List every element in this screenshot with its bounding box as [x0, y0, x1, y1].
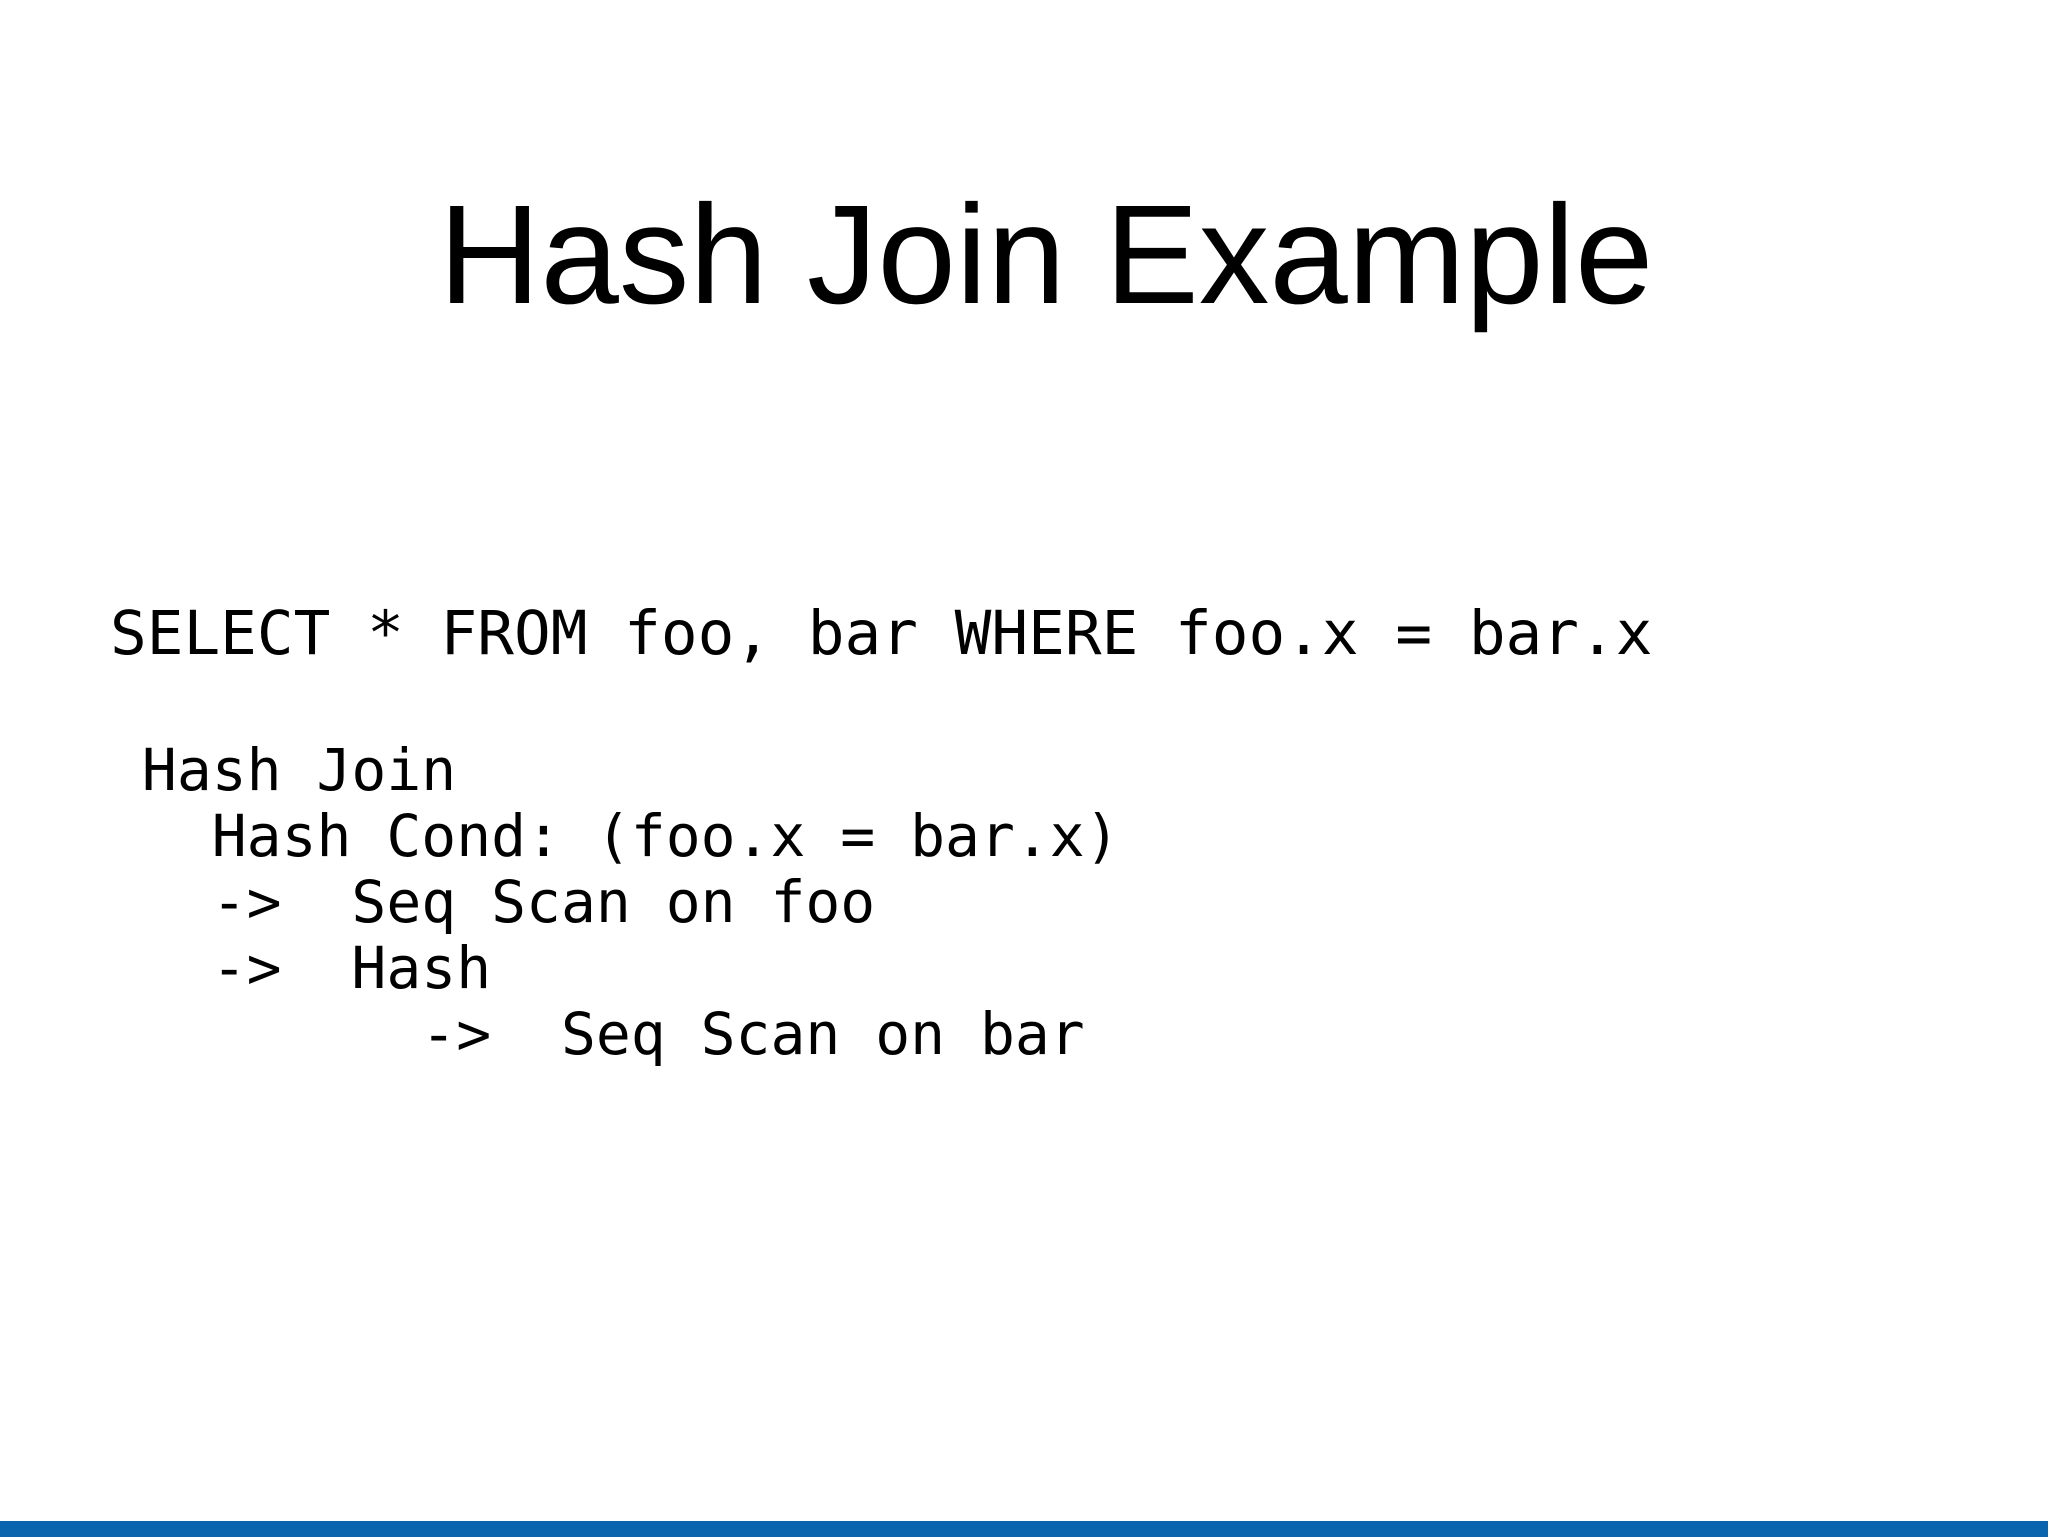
sql-query-text: SELECT * FROM foo, bar WHERE foo.x = bar… — [110, 598, 1653, 669]
slide-title: Hash Join Example — [438, 175, 1654, 333]
title-container: Hash Join Example — [0, 174, 2048, 334]
explain-plan-text: Hash Join Hash Cond: (foo.x = bar.x) -> … — [141, 736, 1120, 1068]
footer-accent-bar — [0, 1521, 2048, 1537]
